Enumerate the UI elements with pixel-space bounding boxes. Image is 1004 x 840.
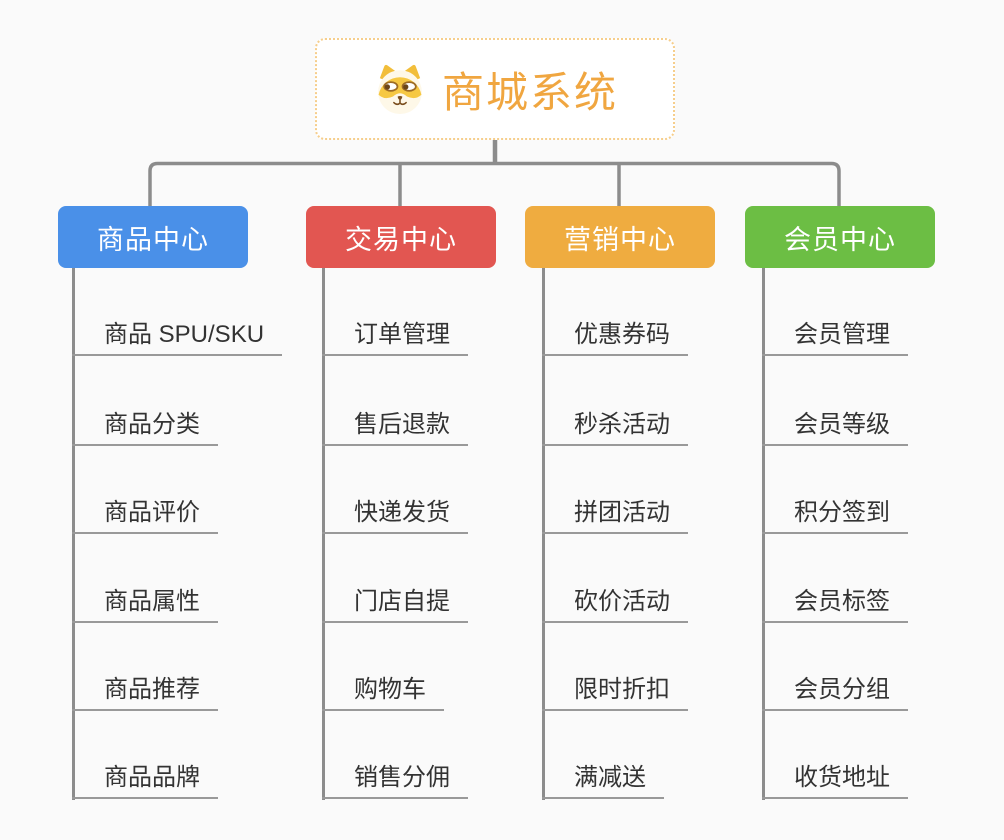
leaf-node-product-center-1[interactable]: 商品分类 [72, 406, 218, 446]
branch-trunk-line-marketing-center [542, 268, 545, 800]
leaf-node-member-center-1[interactable]: 会员等级 [762, 406, 908, 446]
root-title: 商城系统 [441, 68, 618, 116]
leaf-node-product-center-3[interactable]: 商品属性 [72, 583, 218, 623]
leaf-node-member-center-0[interactable]: 会员管理 [762, 316, 908, 356]
leaf-node-product-center-0[interactable]: 商品 SPU/SKU [72, 316, 283, 356]
leaf-node-marketing-center-4[interactable]: 限时折扣 [542, 671, 688, 711]
branch-trunk-line-member-center [762, 268, 765, 800]
leaf-node-trade-center-1[interactable]: 售后退款 [322, 406, 468, 446]
leaf-node-marketing-center-3[interactable]: 砍价活动 [542, 583, 688, 623]
leaf-node-member-center-2[interactable]: 积分签到 [762, 494, 908, 534]
leaf-node-trade-center-3[interactable]: 门店自提 [322, 583, 468, 623]
leaf-node-product-center-2[interactable]: 商品评价 [72, 494, 218, 534]
branch-trunk-line-product-center [72, 268, 75, 800]
branch-node-product-center[interactable]: 商品中心 [58, 206, 248, 268]
branch-node-trade-center[interactable]: 交易中心 [306, 206, 496, 268]
leaf-node-member-center-4[interactable]: 会员分组 [762, 671, 908, 711]
leaf-node-marketing-center-2[interactable]: 拼团活动 [542, 494, 688, 534]
leaf-node-product-center-4[interactable]: 商品推荐 [72, 671, 218, 711]
leaf-node-marketing-center-5[interactable]: 满减送 [542, 759, 664, 799]
branch-node-member-center[interactable]: 会员中心 [745, 206, 935, 268]
leaf-node-trade-center-0[interactable]: 订单管理 [322, 316, 468, 356]
leaf-node-trade-center-2[interactable]: 快递发货 [322, 494, 468, 534]
branch-node-marketing-center[interactable]: 营销中心 [525, 206, 715, 268]
leaf-node-marketing-center-0[interactable]: 优惠券码 [542, 316, 688, 356]
branch-trunk-line-trade-center [322, 268, 325, 800]
leaf-node-member-center-5[interactable]: 收货地址 [762, 759, 908, 799]
root-node[interactable]: 商城系统 [315, 38, 675, 140]
leaf-node-marketing-center-1[interactable]: 秒杀活动 [542, 406, 688, 446]
dog-face-icon [378, 64, 422, 114]
leaf-node-trade-center-5[interactable]: 销售分佣 [322, 759, 468, 799]
leaf-node-trade-center-4[interactable]: 购物车 [322, 671, 444, 711]
leaf-node-member-center-3[interactable]: 会员标签 [762, 583, 908, 623]
leaf-node-product-center-5[interactable]: 商品品牌 [72, 759, 218, 799]
